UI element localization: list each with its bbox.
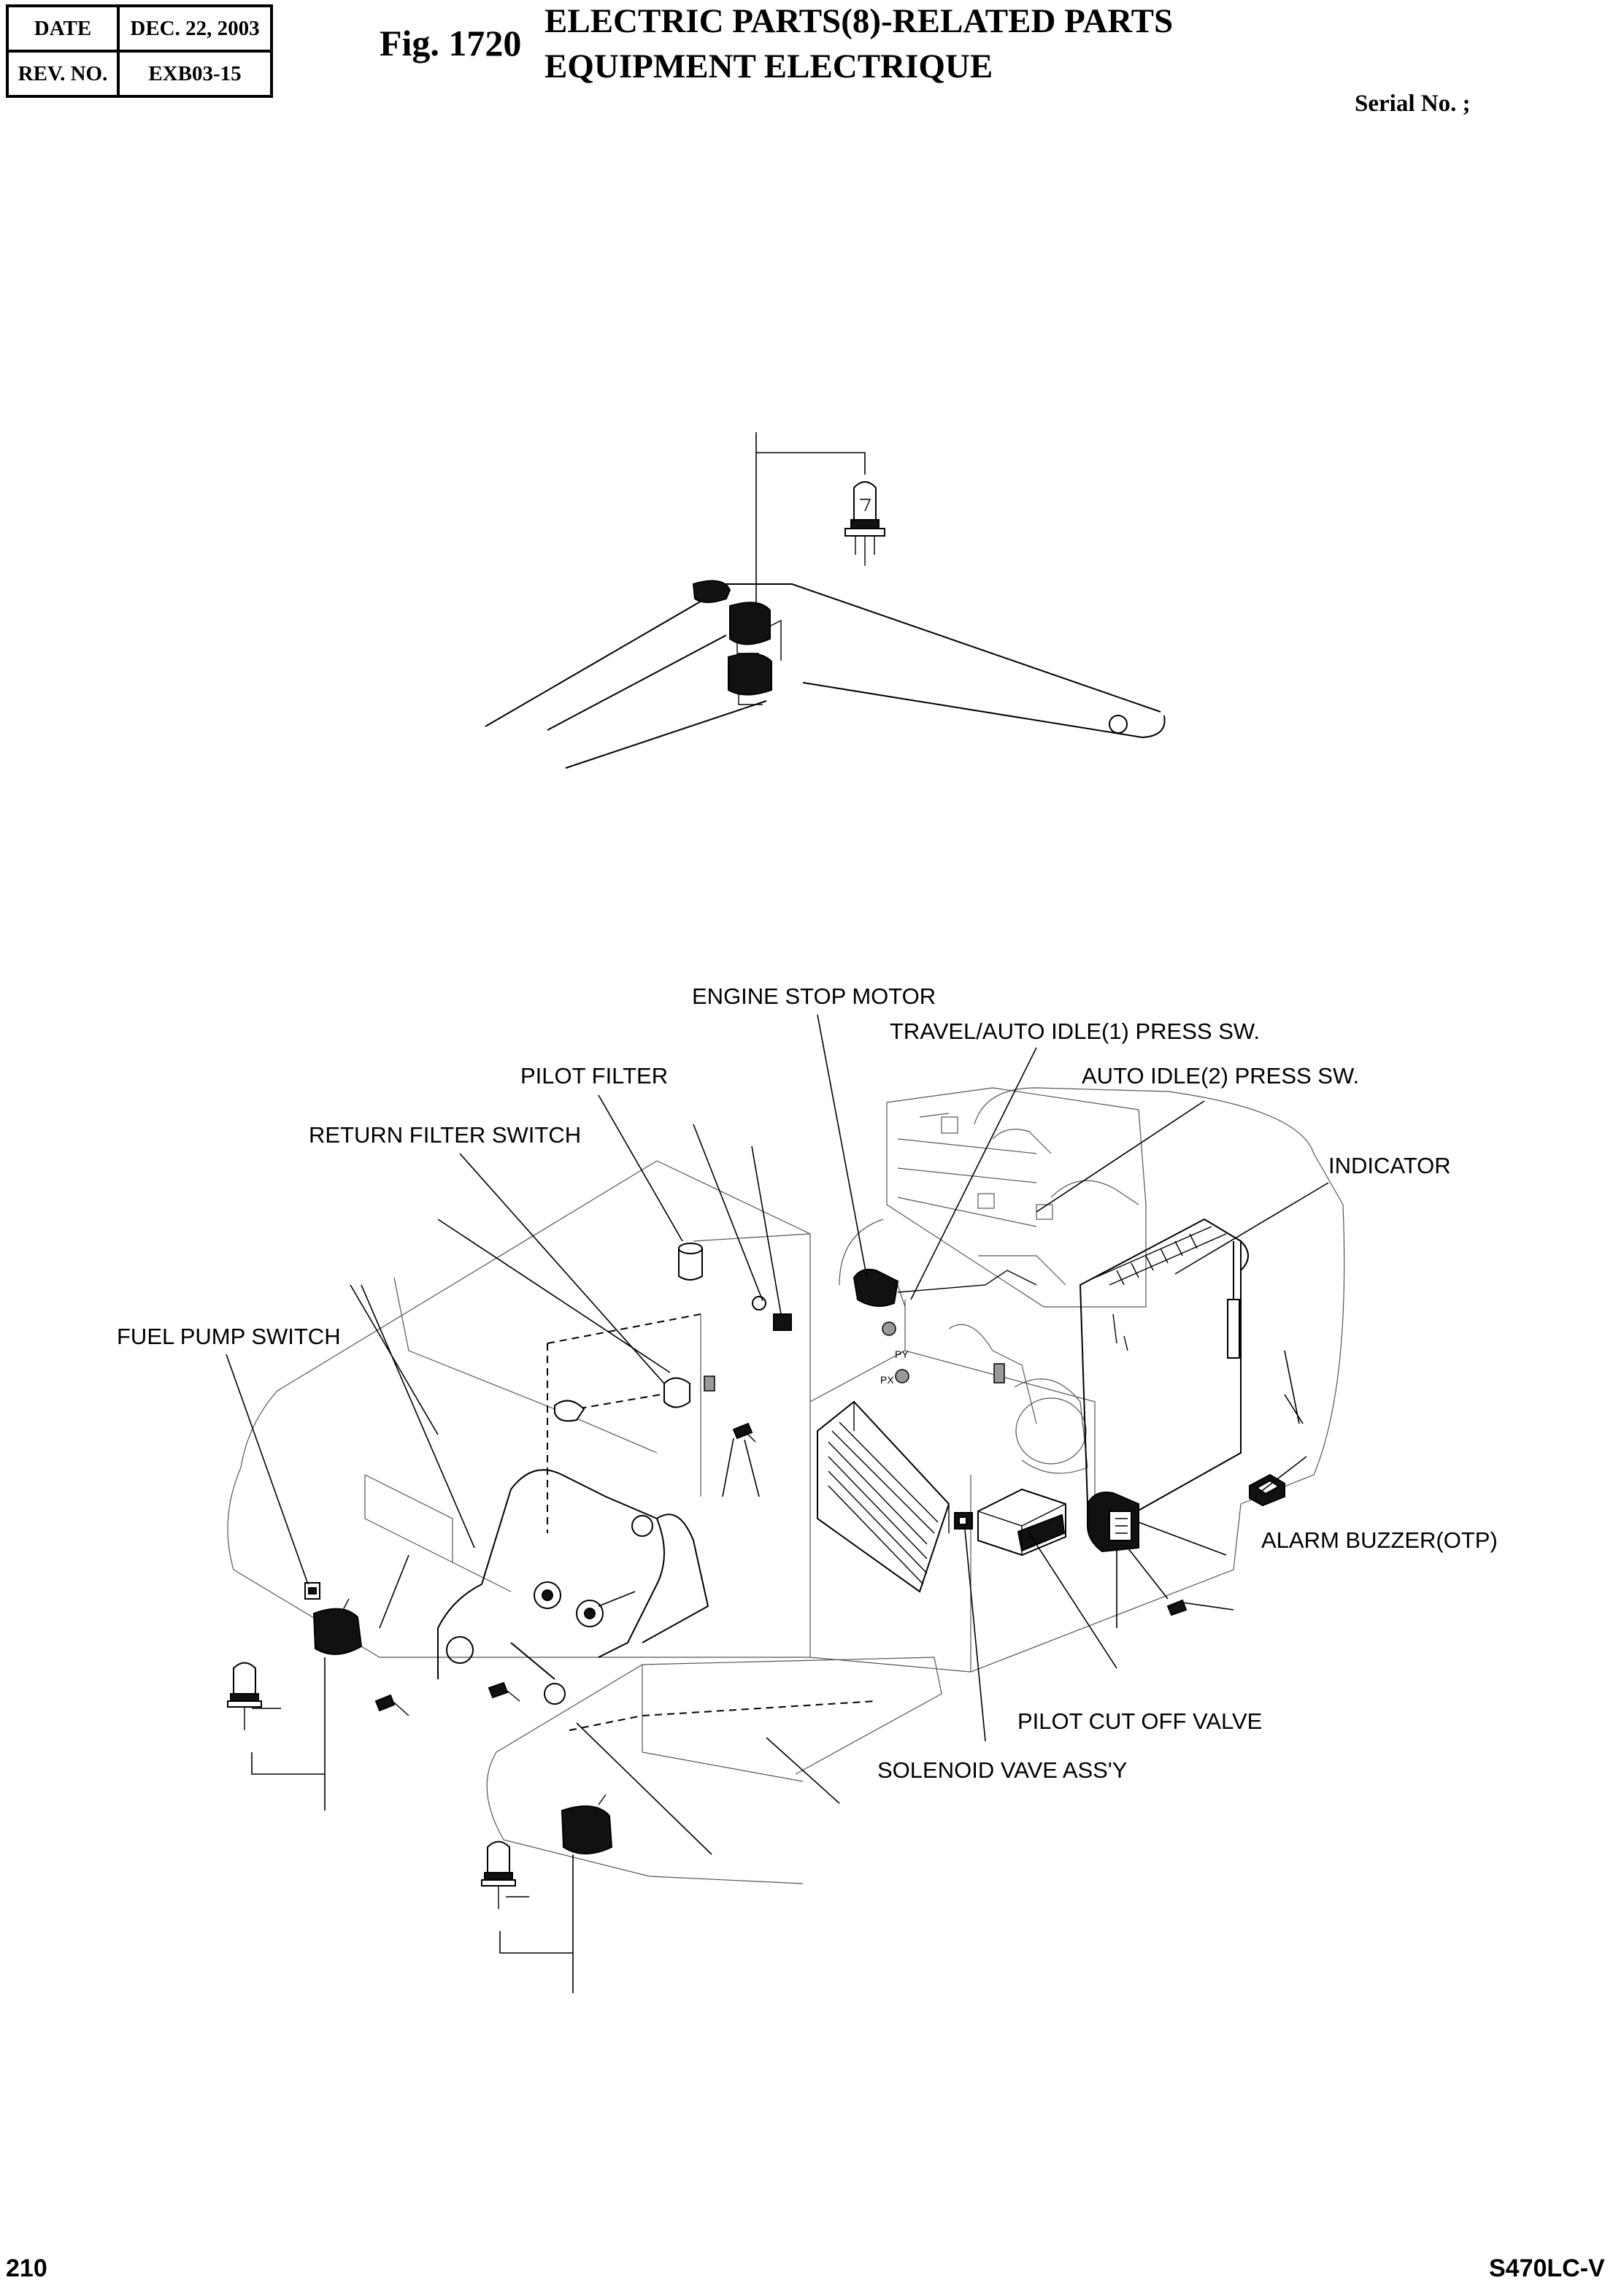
upperstructure-frame <box>227 1087 1345 1884</box>
lower-platform <box>496 1657 942 1775</box>
boom-pin-hole <box>1109 715 1128 734</box>
callout-indicator: INDICATOR <box>1328 1153 1451 1178</box>
pressure-switch-py-icon: PY <box>882 1321 909 1360</box>
date-value: DEC. 22, 2003 <box>117 4 273 53</box>
deck-edge <box>393 1277 658 1454</box>
engine-block <box>839 1087 1147 1474</box>
boom-left-line-3 <box>565 700 767 769</box>
callout-fuel-pump-switch: FUEL PUMP SWITCH <box>117 1324 341 1349</box>
boom-top-edge <box>715 583 1161 713</box>
callout-travel-auto-idle: TRAVEL/AUTO IDLE(1) PRESS SW. <box>890 1018 1260 1044</box>
halogen-bulb-right-icon <box>481 1841 529 1909</box>
revision-table: DATE DEC. 22, 2003 REV. NO. EXB03-15 <box>6 4 273 98</box>
lamp-bracket <box>766 619 782 661</box>
work-lamp-right-icon <box>561 1794 613 1854</box>
filter-wire <box>554 1390 683 1413</box>
boom-foot-bracket <box>437 1469 709 1705</box>
fuel-pump-switch-icon <box>304 1582 320 1600</box>
callout-leaders <box>226 1014 1329 1855</box>
boom-bottom-edge <box>802 682 1143 738</box>
page-number: 210 <box>6 2254 47 2282</box>
work-lamp-lower-icon <box>728 653 772 705</box>
pump-box <box>809 1350 1096 1504</box>
bulb-right-bracket-line <box>499 1854 574 1993</box>
work-lamp-upper-icon <box>729 602 771 654</box>
deck-bottom <box>233 1569 810 1658</box>
py-label: PY <box>895 1348 909 1360</box>
frame-vertical <box>809 1438 971 1672</box>
px-label: PX <box>880 1374 894 1386</box>
pilot-filter-icon <box>678 1243 703 1281</box>
halogen-bulb-top-icon <box>755 432 885 606</box>
page-subtitle: EQUIPMENT ELECTRIQUE <box>544 47 993 85</box>
boom-end <box>1142 715 1166 738</box>
indicator-unit-icon <box>1087 1492 1139 1553</box>
engine-hood-outline <box>974 1087 1345 1505</box>
rev-label: REV. NO. <box>6 50 120 98</box>
work-lamp-left-icon <box>312 1598 363 1655</box>
wire-run <box>569 1700 877 1731</box>
bulb-left-bracket-line <box>251 1657 326 1811</box>
engine-stop-motor-icon <box>853 1268 1037 1307</box>
boom-left-line-2 <box>547 634 727 731</box>
tank-edge <box>364 1475 512 1592</box>
tank-corner <box>364 1474 453 1562</box>
radiator <box>1079 1218 1249 1520</box>
left-deck <box>227 1160 811 1570</box>
oil-cooler <box>817 1400 950 1593</box>
return-filter-switch-icon <box>554 1377 690 1422</box>
solenoid-valve-icon <box>954 1512 973 1530</box>
rev-value: EXB03-15 <box>117 50 273 98</box>
counterweight-bottom <box>809 1503 1242 1673</box>
callout-pilot-cut-off-valve: PILOT CUT OFF VALVE <box>1017 1708 1262 1734</box>
callout-pilot-filter: PILOT FILTER <box>520 1063 668 1089</box>
page-title: ELECTRIC PARTS(8)-RELATED PARTS <box>544 2 1174 40</box>
callout-alarm-buzzer: ALARM BUZZER(OTP) <box>1261 1527 1498 1553</box>
platform-inner <box>642 1665 804 1782</box>
horn-left-icon <box>534 1581 561 1609</box>
hidden-edge <box>547 1313 701 1533</box>
alarm-buzzer-icon <box>1249 1473 1285 1507</box>
horn-right-icon <box>576 1600 604 1627</box>
date-label: DATE <box>6 4 120 53</box>
tank-top <box>693 1233 811 1242</box>
boom-assembly <box>485 583 1166 769</box>
serial-number-label: Serial No. ; <box>1355 91 1471 117</box>
platform-front <box>486 1751 804 1884</box>
pressure-switch-right-icon <box>993 1363 1005 1384</box>
pressure-switch-px-icon: PX <box>880 1369 909 1386</box>
callout-engine-stop-motor: ENGINE STOP MOTOR <box>692 983 936 1009</box>
figure-number: Fig. 1720 <box>380 23 522 64</box>
boom-lamp-rear-icon <box>692 580 731 603</box>
boom-left-line-1 <box>485 594 712 727</box>
callout-solenoid-valve: SOLENOID VAVE ASS'Y <box>877 1757 1127 1783</box>
pilot-cut-off-valve-icon <box>977 1488 1066 1557</box>
bolts-icon <box>374 1599 1188 1716</box>
model-name: S470LC-V <box>1489 2254 1605 2282</box>
halogen-bulb-left-icon <box>227 1662 281 1730</box>
fitting-icon <box>704 1296 792 1392</box>
callout-auto-idle-2: AUTO IDLE(2) PRESS SW. <box>1082 1063 1359 1089</box>
callout-return-filter-switch: RETURN FILTER SWITCH <box>309 1122 581 1148</box>
bolt-icon <box>732 1422 756 1443</box>
